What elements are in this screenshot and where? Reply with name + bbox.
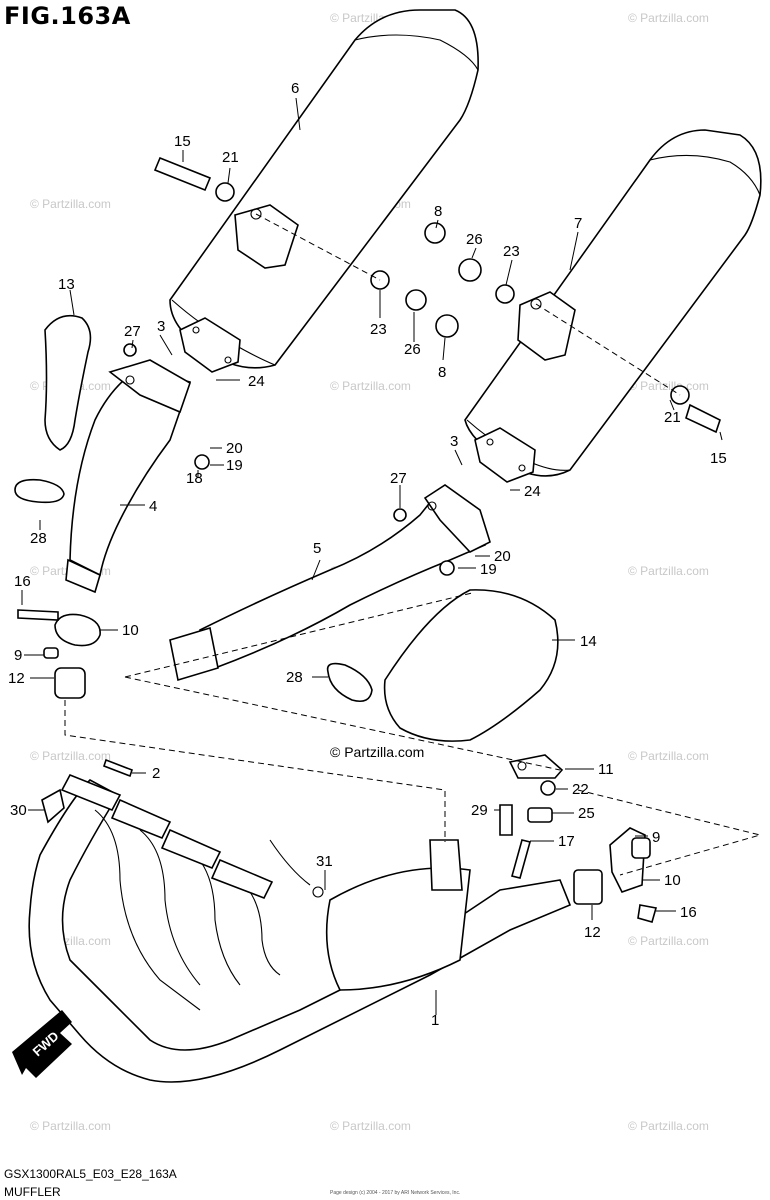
callout-18: 18 <box>186 470 203 487</box>
callout-11: 11 <box>598 761 614 778</box>
callout-1: 1 <box>431 1012 439 1029</box>
callout-5: 5 <box>313 540 321 557</box>
callout-15: 15 <box>174 133 191 150</box>
heat-cover-13 <box>44 314 92 451</box>
callout-22: 22 <box>572 781 589 798</box>
callout-8: 8 <box>434 203 442 220</box>
watermark: © Partzilla.com <box>330 1119 411 1133</box>
watermark: © Partzilla.com <box>628 749 709 763</box>
callout-30: 30 <box>10 802 27 819</box>
callout-16: 16 <box>14 573 31 590</box>
callout-20: 20 <box>226 440 243 457</box>
callout-27: 27 <box>390 470 407 487</box>
alignment-line <box>64 700 446 842</box>
callout-13: 13 <box>58 276 75 293</box>
callout-24: 24 <box>248 373 265 390</box>
callout-24: 24 <box>524 483 541 500</box>
hardware <box>17 156 721 923</box>
clamp-28-left <box>14 478 65 504</box>
muffler-left <box>169 9 479 373</box>
figure-name: MUFFLER <box>4 1185 61 1199</box>
figure-title: FIG.163A <box>4 2 131 30</box>
watermark: © Partzilla.com <box>30 197 111 211</box>
fwd-arrow: FWD <box>12 1010 72 1078</box>
watermark: © Partzilla.com <box>628 934 709 948</box>
callout-29: 29 <box>471 802 488 819</box>
alignment-line <box>535 303 681 396</box>
callout-31: 31 <box>316 853 333 870</box>
callout-12: 12 <box>584 924 601 941</box>
callout-3: 3 <box>157 318 165 335</box>
callout-17: 17 <box>558 833 575 850</box>
figure-code: GSX1300RAL5_E03_E28_163A <box>4 1167 177 1181</box>
clamp-10-left <box>54 613 101 647</box>
callout-14: 14 <box>580 633 597 650</box>
callout-2: 2 <box>152 765 160 782</box>
callout-19: 19 <box>226 457 243 474</box>
muffler-right <box>464 129 762 483</box>
callout-25: 25 <box>578 805 595 822</box>
center-watermark: © Partzilla.com <box>330 744 424 760</box>
callout-8: 8 <box>438 364 446 381</box>
callout-6: 6 <box>291 80 299 97</box>
leader-lines <box>21 97 723 1015</box>
callout-9: 9 <box>652 829 660 846</box>
callout-21: 21 <box>664 409 681 426</box>
callout-28: 28 <box>286 669 303 686</box>
connecting-pipe-left <box>65 359 192 594</box>
callout-27: 27 <box>124 323 141 340</box>
callout-19: 19 <box>480 561 497 578</box>
watermark: © Partzilla.com <box>628 379 709 393</box>
callout-16: 16 <box>680 904 697 921</box>
callout-26: 26 <box>466 231 483 248</box>
callout-21: 21 <box>222 149 239 166</box>
callout-15: 15 <box>710 450 727 467</box>
watermark: © Partzilla.com <box>330 379 411 393</box>
alignment-line <box>255 213 381 281</box>
heat-cover-14 <box>383 589 559 742</box>
callout-23: 23 <box>370 321 387 338</box>
clamp-28-right <box>326 662 373 703</box>
alignment-line <box>577 789 762 876</box>
watermark: © Partzilla.com <box>30 749 111 763</box>
callout-9: 9 <box>14 647 22 664</box>
bracket-11 <box>508 754 564 779</box>
callout-10: 10 <box>122 622 139 639</box>
callout-4: 4 <box>149 498 157 515</box>
watermark: © Partzilla.com <box>628 564 709 578</box>
callout-7: 7 <box>574 215 582 232</box>
bush-12-right <box>573 869 603 905</box>
watermark: © Partzilla.com <box>30 1119 111 1133</box>
copyright-note: Page design (c) 2004 - 2017 by ARI Netwo… <box>330 1190 461 1196</box>
exhaust-header <box>28 773 572 1083</box>
connecting-pipe-right <box>169 484 491 682</box>
watermark: © Partzilla.com <box>628 1119 709 1133</box>
callout-23: 23 <box>503 243 520 260</box>
watermark: © Partzilla.com <box>628 11 709 25</box>
bush-12-left <box>54 667 86 699</box>
alignment-line <box>124 676 561 771</box>
callout-26: 26 <box>404 341 421 358</box>
callout-12: 12 <box>8 670 25 687</box>
callout-20: 20 <box>494 548 511 565</box>
callout-28: 28 <box>30 530 47 547</box>
callout-numbers: 6 7 15 21 8 26 23 23 26 8 13 3 27 24 20 … <box>8 80 727 1029</box>
callout-10: 10 <box>664 872 681 889</box>
callout-3: 3 <box>450 433 458 450</box>
